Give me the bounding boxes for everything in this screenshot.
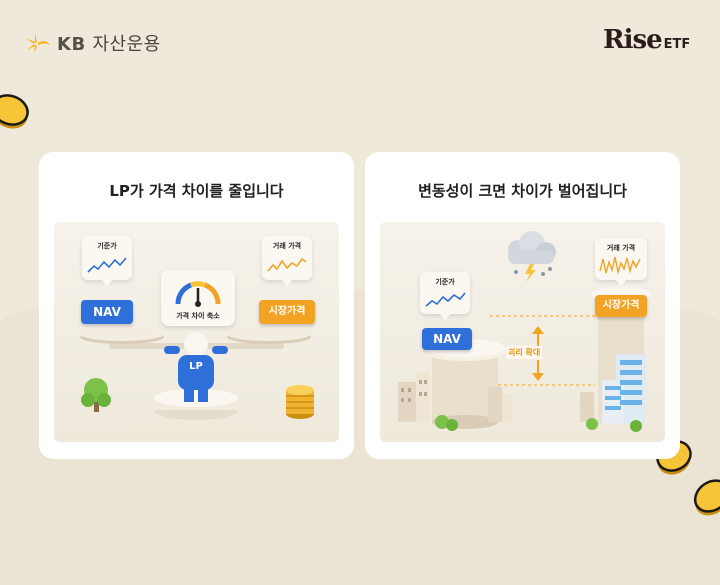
kb-logo-korean: 자산운용 (92, 34, 161, 55)
nav-bubble-label: 기준가 (435, 278, 455, 286)
nav-tag: NAV (81, 300, 133, 324)
volatility-illustration: 기준가 NAV 괴리 확대 거래 가격 시장가격 (380, 222, 665, 442)
coin-stack-icon (286, 385, 314, 419)
lp-explanation-card: LP가 가격 차이를 줄입니다 (39, 152, 354, 459)
storm-cloud-icon (508, 231, 556, 282)
gauge-panel: 가격 차이 축소 (161, 270, 235, 326)
spread-label: 괴리 확대 (506, 346, 543, 359)
card-title: LP가 가격 차이를 줄입니다 (109, 182, 284, 200)
volatility-explanation-card: 변동성이 크면 차이가 벌어집니다 (365, 152, 680, 459)
nav-price-bubble: 기준가 (82, 236, 132, 286)
nav-tag: NAV (422, 328, 472, 350)
market-price-bubble: 거래 가격 (262, 236, 312, 286)
market-price-bubble: 거래 가격 (595, 238, 647, 286)
market-price-tag: 시장가격 (595, 295, 647, 317)
nav-price-bubble: 기준가 (420, 272, 470, 320)
market-price-sparkline (267, 257, 307, 272)
lp-shirt-label: LP (189, 361, 203, 372)
down-arrow-icon (532, 360, 544, 381)
kb-logo-text: KB 자산운용 (57, 30, 161, 56)
rise-logo-word: Rise (603, 25, 663, 55)
kb-asset-management-logo: KB 자산운용 (24, 30, 161, 56)
balance-scale-illustration (80, 327, 314, 420)
market-bubble-label: 거래 가격 (606, 244, 636, 252)
market-price-tag: 시장가격 (259, 300, 315, 324)
rise-etf-logo: Rise ETF (603, 25, 690, 55)
kb-logo-latin: KB (57, 34, 86, 55)
coin-icon (693, 479, 720, 516)
coin-icon (0, 94, 29, 129)
card-title: 변동성이 크면 차이가 벌어집니다 (418, 182, 627, 200)
market-bubble-label: 거래 가격 (272, 242, 302, 250)
nav-bubble-label: 기준가 (97, 242, 117, 250)
market-price-sparkline (599, 256, 641, 275)
up-arrow-icon (532, 326, 544, 346)
nav-price-sparkline (425, 292, 466, 307)
nav-price-sparkline (87, 257, 127, 273)
gauge-label: 가격 차이 축소 (176, 312, 220, 320)
gauge-icon (175, 281, 221, 307)
rise-logo-etf: ETF (663, 37, 691, 52)
lp-balance-illustration: LP 기준가 NAV 가격 차이 축소 거래 가격 (54, 222, 339, 442)
kb-star-icon (26, 33, 50, 53)
